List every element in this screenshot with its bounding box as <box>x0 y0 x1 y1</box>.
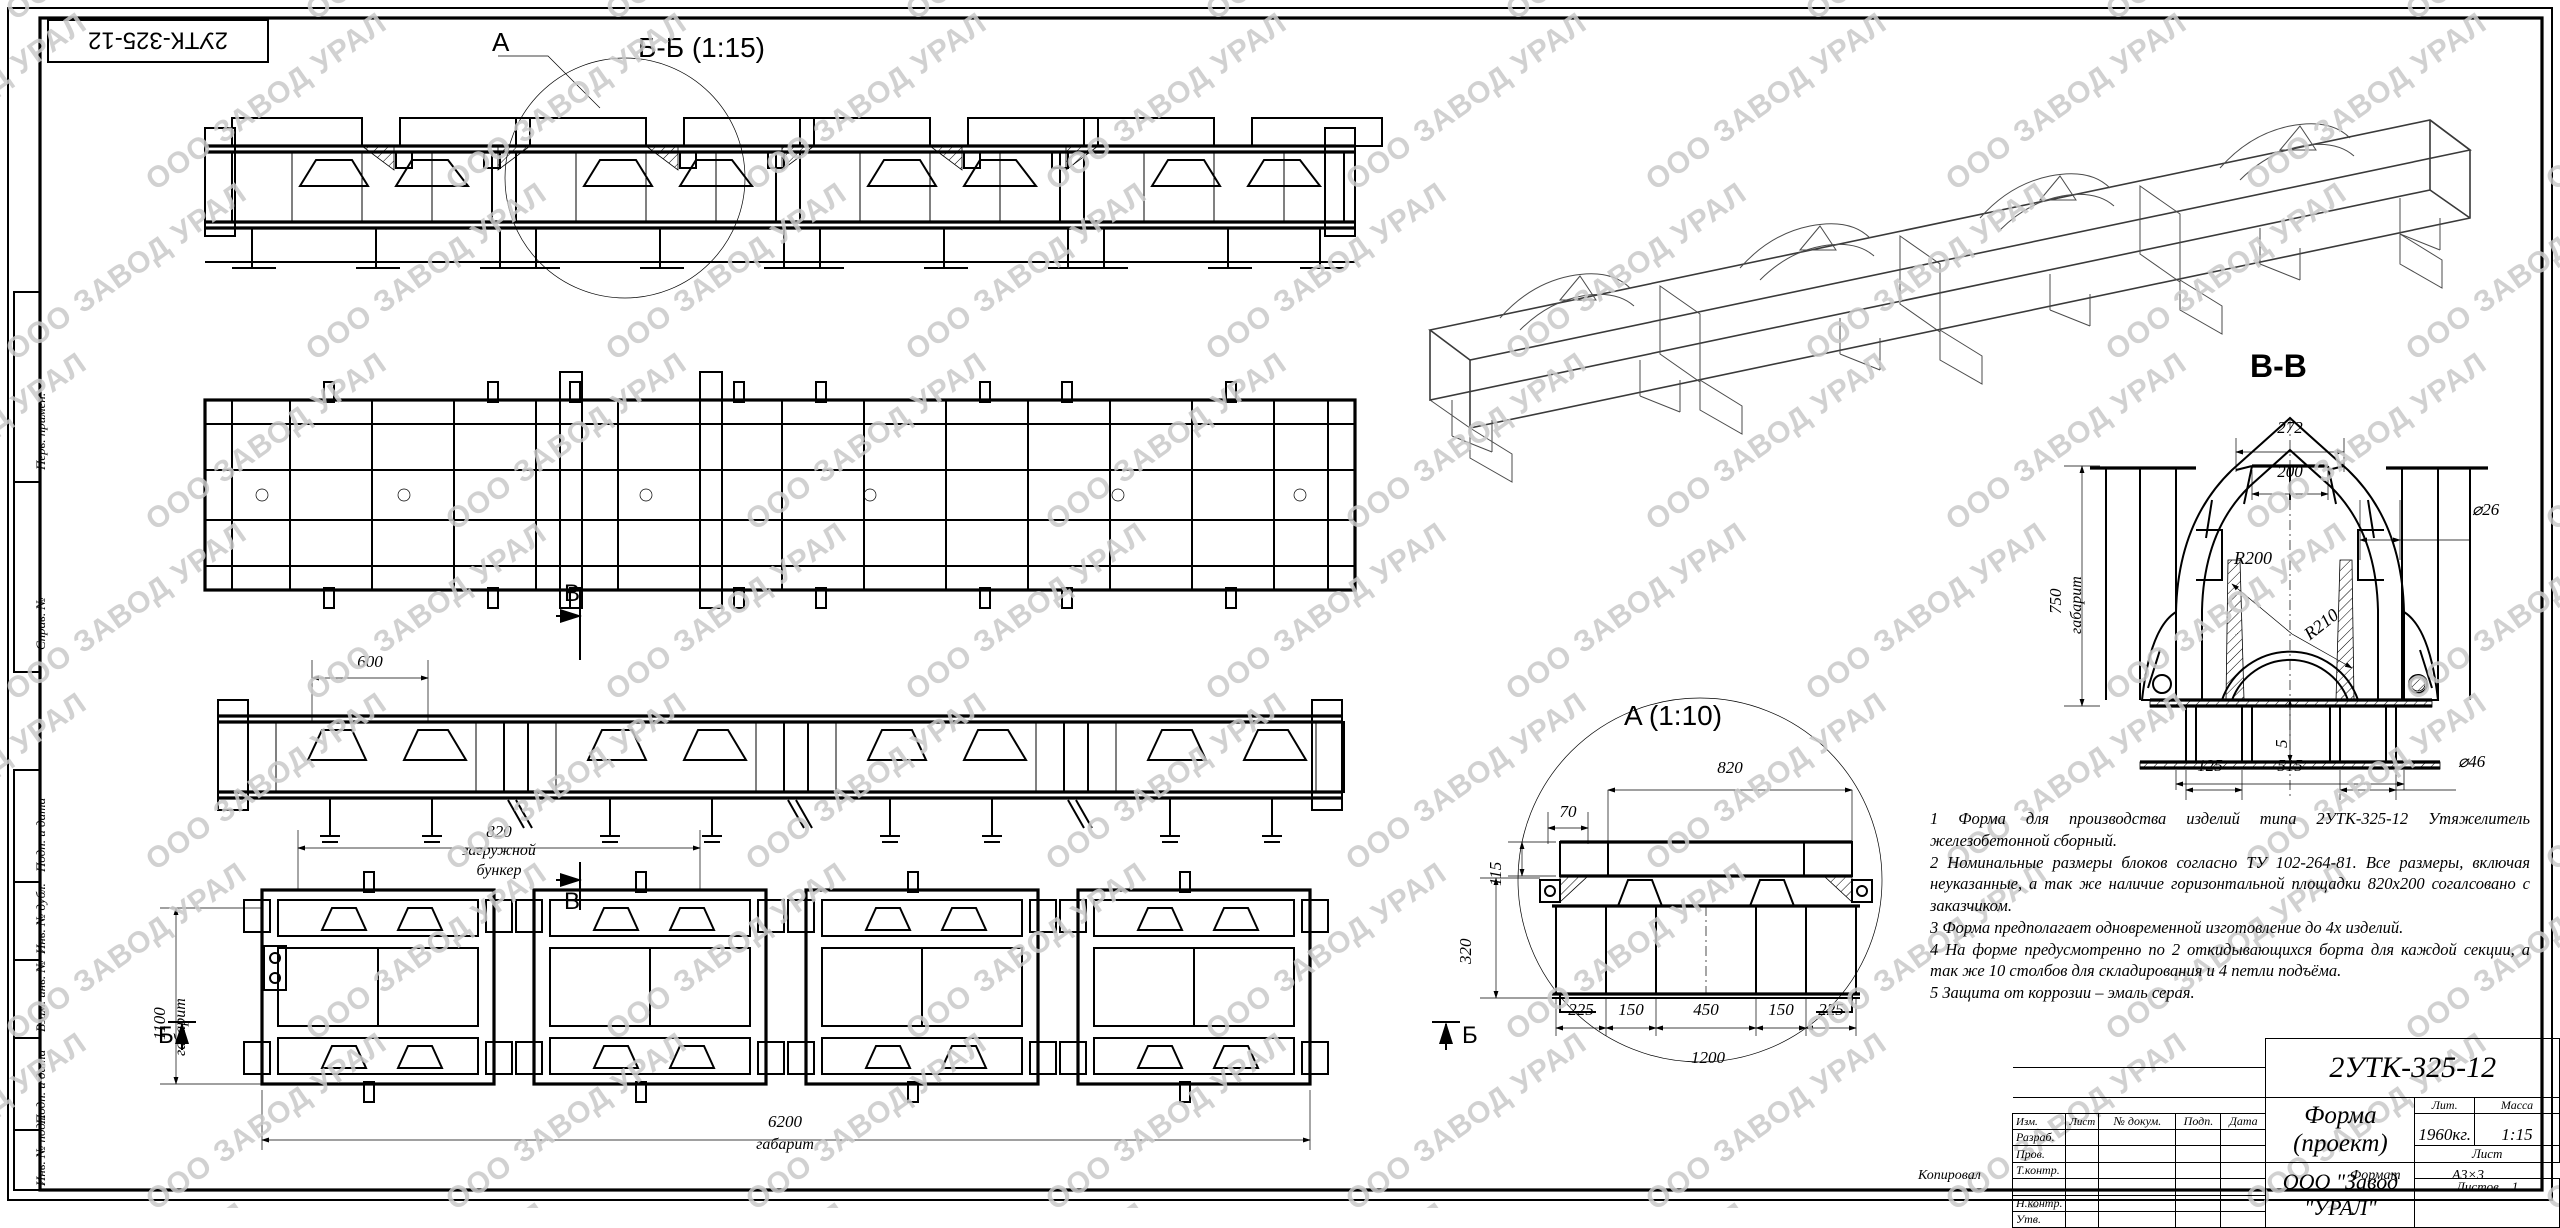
margin-inv-podl: Инв. № подл. <box>33 1114 48 1186</box>
view-isometric <box>1428 119 2472 483</box>
label-hopper-line1: загружной <box>462 842 536 859</box>
dim-vv-dia46: ⌀46 <box>2458 752 2486 771</box>
dim-a-150a: 150 <box>1618 1000 1644 1019</box>
view-section-bb <box>217 660 1345 843</box>
tb-col-doc: № докум. <box>2098 1113 2177 1130</box>
dim-1100-note: габарит <box>172 998 189 1056</box>
label-detail-a: A (1:10) <box>1624 700 1723 731</box>
dim-a-150b: 150 <box>1768 1000 1794 1019</box>
dim-a-115: 115 <box>1486 861 1505 886</box>
dim-a-225a: 225 <box>1568 1000 1594 1019</box>
margin-inv-dubl: Инв. № дубл. <box>33 883 48 954</box>
tb-row-tkontr: Т.контр. <box>2011 1162 2067 1179</box>
note-2: 2 Номинальные размеры блоков согласно ТУ… <box>1930 852 2530 916</box>
dim-vv-750-note: габарит <box>2068 576 2085 634</box>
tb-sheet-header: Лист <box>2414 1145 2560 1163</box>
title-block: 2УТК-325-12 Форма (проект) Лит. Масса Из… <box>2011 1038 2560 1228</box>
dim-vv-r200: R200 <box>2234 548 2272 568</box>
tb-col-list: Лист <box>2065 1113 2100 1130</box>
tb-row-nkontr: Н.контр. <box>2011 1195 2067 1212</box>
mark-v-bottom: В <box>564 888 581 915</box>
tb-format-value: А3×3 <box>2452 1168 2484 1183</box>
dim-a-225b: 225 <box>1818 1000 1844 1019</box>
tb-name-line1: Форма <box>2304 1102 2377 1129</box>
mark-b-left: Б <box>158 1022 174 1049</box>
tb-row-razrab: Разраб. <box>2011 1129 2067 1146</box>
view-front-elevation <box>204 55 1383 299</box>
dim-vv-272: 272 <box>2277 418 2303 437</box>
tb-kopiroval: Копировал <box>1918 1168 1981 1183</box>
view-section-vv <box>2064 416 2488 800</box>
dim-vv-dia26: ⌀26 <box>2472 500 2500 519</box>
tb-designation: 2УТК-325-12 <box>2265 1038 2560 1098</box>
tb-col-izm: Изм. <box>2011 1113 2067 1130</box>
tb-scale: 1:15 <box>2474 1113 2560 1146</box>
margin-podp-data-1: Подп. и дата <box>33 797 48 872</box>
view-detail-a <box>1480 697 1883 1063</box>
sheet-top-designation: 2УТК-325-12 <box>88 26 228 54</box>
dim-1100: 1100 <box>150 1007 169 1040</box>
dim-a-820: 820 <box>1717 758 1743 777</box>
view-plan-top <box>203 371 1357 910</box>
dim-a-1200: 1200 <box>1691 1048 1725 1067</box>
tb-name: Форма (проект) <box>2265 1097 2416 1163</box>
dim-600: 600 <box>357 652 383 671</box>
tb-col-data: Дата <box>2220 1113 2267 1130</box>
tb-row-utv: Утв. <box>2011 1211 2067 1228</box>
dim-a-320: 320 <box>1456 938 1475 965</box>
mark-v-top: В <box>564 580 581 607</box>
label-hopper-line2: бункер <box>476 862 522 879</box>
dim-vv-750: 750 <box>2046 588 2065 615</box>
mark-b-right: Б <box>1462 1022 1478 1049</box>
margin-podp-data-2: Подп. и дата <box>33 1049 48 1124</box>
tb-col-podp: Подп. <box>2175 1113 2222 1130</box>
note-3: 3 Форма предполагает одновременной изгот… <box>1930 917 2404 937</box>
dim-6200: 6200 <box>768 1112 802 1131</box>
note-1: 1 Форма для производства изделий типа 2У… <box>1930 809 2530 850</box>
tb-sheets-header: Листов <box>2456 1179 2499 1194</box>
note-4: 4 На форме предусмотренно по 2 откидываю… <box>1930 939 2530 981</box>
tb-sheets-value: 1 <box>2511 1179 2519 1194</box>
margin-vzam-inv: Взам. инв. № <box>33 960 48 1032</box>
dim-820-hopper: 820 <box>486 822 512 841</box>
dim-a-450: 450 <box>1693 1000 1719 1019</box>
tb-mass: 1960кг. <box>2414 1113 2475 1146</box>
label-detail-a-mark: A <box>492 27 510 57</box>
dim-6200-note: габарит <box>756 1136 814 1153</box>
tb-sheets-cell: Листов 1 <box>2414 1178 2560 1228</box>
tb-format-label: Формат <box>2350 1168 2401 1183</box>
label-section-bb: Б-Б (1:15) <box>638 32 765 63</box>
label-section-vv: В-В <box>2250 348 2307 384</box>
dim-vv-125: 125 <box>2197 756 2223 775</box>
tb-lit-header: Лит. <box>2414 1097 2475 1114</box>
dim-a-70: 70 <box>1559 802 1577 821</box>
dim-vv-515: 515 <box>2277 756 2303 775</box>
margin-perv-primen: Перв. примен. <box>33 392 48 470</box>
technical-notes: 1 Форма для производства изделий типа 2У… <box>1930 808 2530 1004</box>
tb-row-prov: Пров. <box>2011 1145 2067 1163</box>
note-5: 5 Защита от коррозии – эмаль серая. <box>1930 983 2195 1003</box>
tb-name-line2: (проект) <box>2293 1130 2388 1157</box>
dim-vv-200: 200 <box>2277 462 2303 481</box>
view-plan-bottom <box>160 830 1460 1150</box>
margin-sprav-no: Справ. № <box>33 597 48 650</box>
dim-vv-5: 5 <box>2272 739 2291 749</box>
tb-mass-header: Масса <box>2474 1097 2560 1114</box>
